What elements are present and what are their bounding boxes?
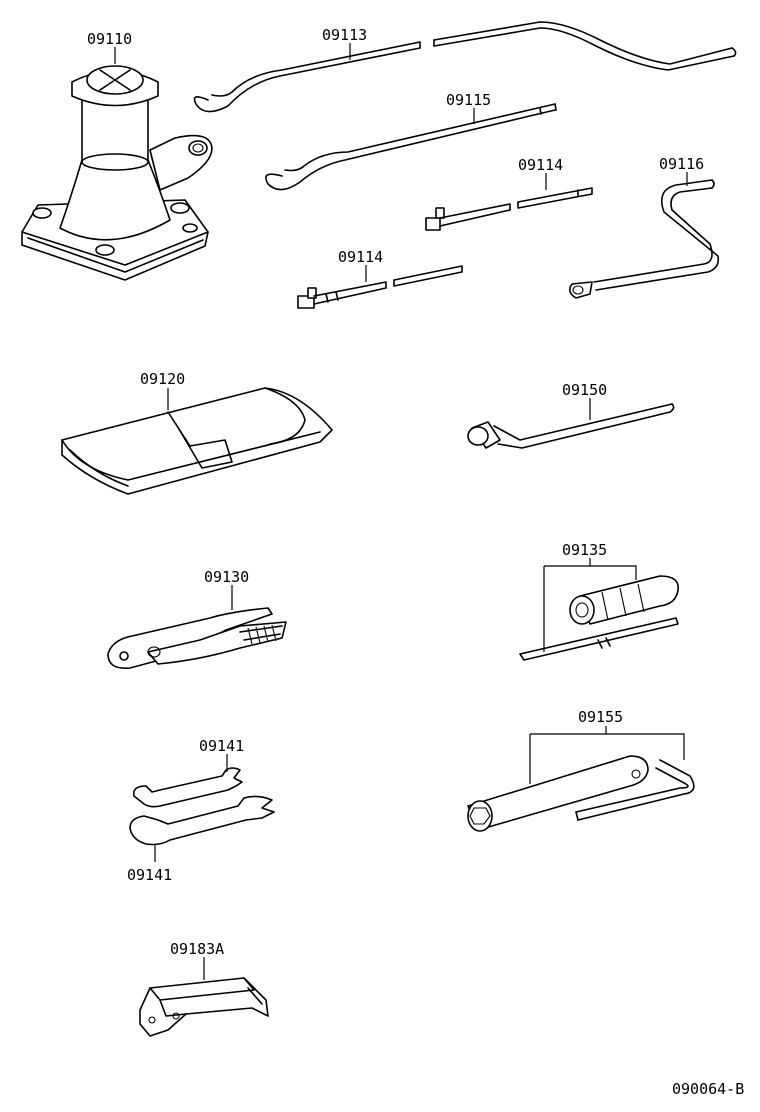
- label-09150: 09150: [562, 381, 607, 399]
- label-09135: 09135: [562, 541, 607, 559]
- wrench-09141-upper: [132, 767, 243, 808]
- label-09155: 09155: [578, 708, 623, 726]
- label-09141-upper: 09141: [199, 737, 244, 755]
- crank-09116: [568, 179, 720, 299]
- label-09116: 09116: [659, 155, 704, 173]
- label-09110: 09110: [87, 30, 132, 48]
- label-09114-upper: 09114: [518, 156, 563, 174]
- handle-09113: [193, 21, 737, 113]
- label-09114-lower: 09114: [338, 248, 383, 266]
- label-09115: 09115: [446, 91, 491, 109]
- pliers-09130: [107, 607, 287, 670]
- wheel-wrench-09150: [467, 403, 675, 449]
- bar-09114-upper: [425, 187, 593, 231]
- plug-wrench-09155: [467, 755, 695, 832]
- label-09113: 09113: [322, 26, 367, 44]
- handle-09115: [265, 103, 557, 191]
- bar-09114-lower: [297, 265, 463, 309]
- holder-09183A: [139, 977, 269, 1037]
- wrench-09141-lower: [129, 795, 275, 846]
- label-09120: 09120: [140, 370, 185, 388]
- drawing-number: 090064-B: [672, 1080, 744, 1098]
- jack-09110: [21, 65, 213, 281]
- label-09130: 09130: [204, 568, 249, 586]
- label-09183A: 09183A: [170, 940, 224, 958]
- label-09141-lower: 09141: [127, 866, 172, 884]
- tool-bag-09120: [61, 387, 333, 495]
- screwdriver-09135: [519, 575, 679, 661]
